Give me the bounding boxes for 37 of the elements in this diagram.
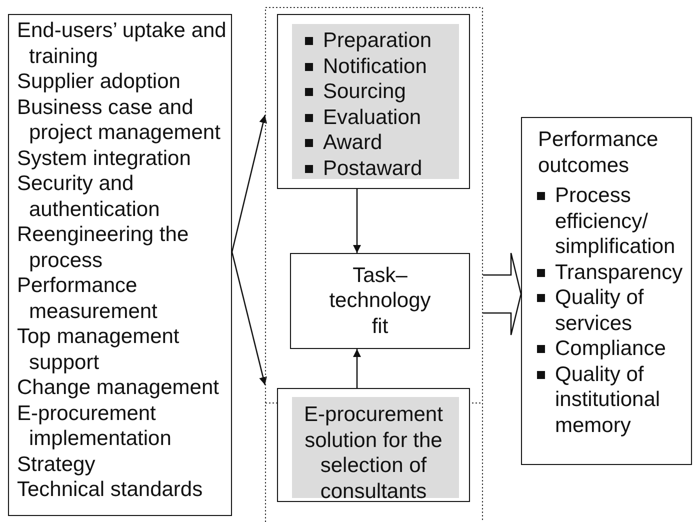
dotted-frame	[265, 7, 483, 522]
factor-label: Technical standards	[17, 477, 204, 502]
list-item: Transparency	[555, 260, 683, 284]
list-item: Evaluation	[323, 106, 422, 128]
factor-label: Security and authentication	[17, 171, 161, 222]
list-item: Notification	[323, 54, 427, 78]
list-item: Quality of institutional memory	[555, 362, 660, 436]
list-item: Postaward	[323, 156, 422, 180]
list-item: Process efficiency/ simplification	[555, 184, 676, 258]
box-heading: Performance outcomes	[537, 127, 660, 178]
process-box	[277, 388, 470, 502]
factor-label: System integration	[17, 146, 192, 171]
list-box	[277, 14, 470, 189]
list-box	[521, 117, 692, 465]
list-item: Sourcing	[323, 80, 406, 103]
factor-label: Strategy	[17, 452, 96, 477]
list-item: Quality of services	[555, 286, 644, 334]
factor-label: Change management	[17, 375, 220, 400]
process-box	[290, 253, 470, 349]
arrow	[231, 114, 268, 252]
list-item: Preparation	[323, 29, 432, 52]
list-item: Award	[323, 131, 382, 154]
factor-label: Supplier adoption	[17, 69, 182, 94]
list-item: Compliance	[555, 337, 666, 360]
factor-label: Reengineering the process	[17, 222, 190, 273]
factor-label: Business case and project management	[17, 94, 222, 146]
block-arrow	[482, 252, 522, 336]
arrow	[353, 349, 361, 388]
factor-label: Performance measurement	[17, 273, 158, 324]
factor-label: End-users’ uptake and training	[17, 18, 228, 69]
list-box	[8, 14, 232, 516]
arrow	[231, 252, 267, 386]
box-label: E-procurement solution for the selection of consultants	[303, 402, 444, 504]
factor-label: Top management support	[17, 324, 180, 375]
factor-label: E-procurement implementation	[17, 400, 172, 452]
arrow	[353, 189, 361, 253]
box-label: Task– technology fit	[328, 262, 432, 340]
